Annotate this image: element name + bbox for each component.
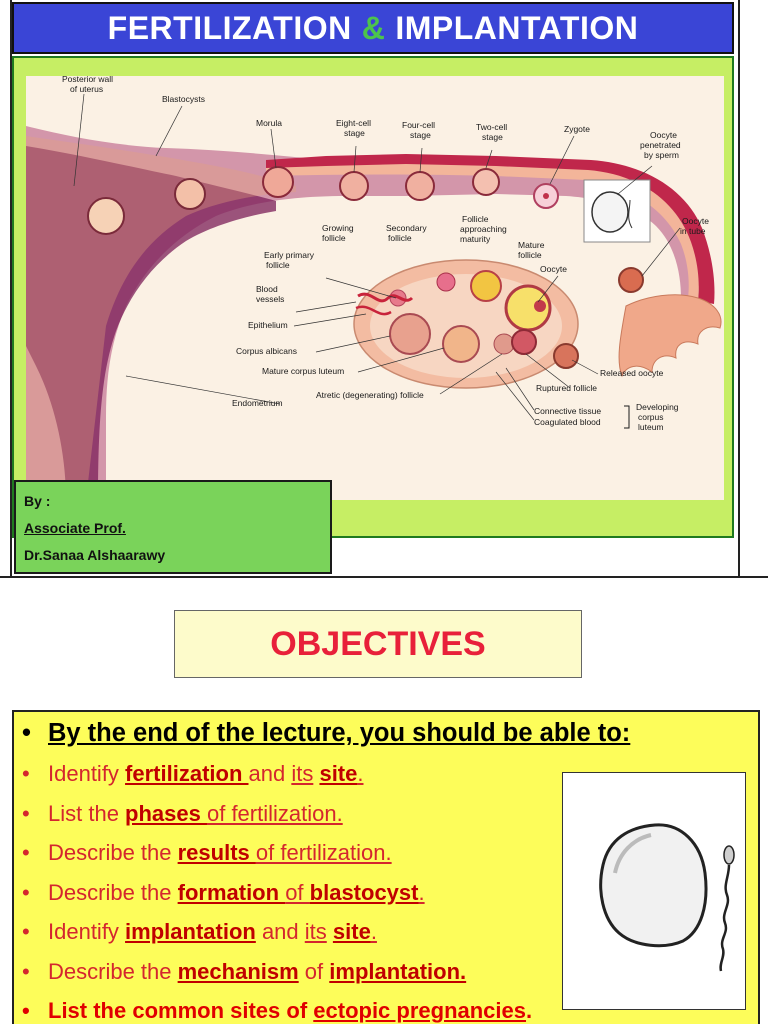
objective-item-5: •Identify implantation and its site. xyxy=(22,919,377,944)
endometrium-layer xyxy=(26,136,296,500)
objective-item-4: •Describe the formation of blastocyst. xyxy=(22,879,425,905)
label-blastocysts: Blastocysts xyxy=(162,94,205,104)
author-position: Associate Prof. xyxy=(24,520,126,536)
secondary-follicle-shape xyxy=(436,272,456,292)
oocyte-in-tube-shape xyxy=(618,267,644,293)
oocyte-sperm-image xyxy=(562,772,746,1010)
bracket xyxy=(624,405,630,429)
label-endometrium: Endometrium xyxy=(232,398,283,408)
label-corpus-albicans: Corpus albicans xyxy=(236,346,297,356)
corpus-albicans-shape xyxy=(389,313,431,355)
leader-lines xyxy=(73,93,681,421)
oocyte-sperm-illustration xyxy=(599,823,735,972)
label-ruptured-follicle: Ruptured follicle xyxy=(536,383,597,393)
title-bar: FERTILIZATION & IMPLANTATION xyxy=(12,2,734,54)
objectives-heading: OBJECTIVES xyxy=(270,624,486,663)
title-ampersand: & xyxy=(361,9,386,46)
label-zygote: Zygote xyxy=(564,124,590,134)
author-by: By : xyxy=(24,493,51,509)
label-atretic-follicle: Atretic (degenerating) follicle xyxy=(316,390,424,400)
mature-oocyte-shape xyxy=(534,300,546,312)
objective-item-2: •List the phases of fertilization. xyxy=(22,800,343,826)
oocyte-outline xyxy=(599,823,708,948)
objective-item-1: •Identify fertilization and its site. xyxy=(22,761,364,786)
blood-vessels-shape xyxy=(357,292,414,303)
eight-cell-shape xyxy=(339,171,369,201)
uterine-cavity xyxy=(26,146,276,500)
objective-item-3: •Describe the results of fertilization. xyxy=(22,840,392,865)
title-fertilization: FERTILIZATION xyxy=(107,9,352,46)
blastocyst-shape-1 xyxy=(174,178,206,210)
label-oocyte: Oocyte xyxy=(540,264,567,274)
author-name: Dr.Sanaa Alshaarawy xyxy=(24,547,166,563)
ruptured-follicle-shape xyxy=(511,329,537,355)
atretic-follicle-shape xyxy=(493,333,515,355)
label-mature-corpus-luteum: Mature corpus luteum xyxy=(262,366,344,376)
slide-1: FERTILIZATION & IMPLANTATION xyxy=(10,0,740,576)
blood-vessels-shape-2 xyxy=(355,305,392,316)
label-released-oocyte: Released oocyte xyxy=(600,368,664,378)
follicle-approaching-shape xyxy=(470,270,502,302)
slide-divider xyxy=(0,576,768,578)
objectives-lead: •By the end of the lecture, you should b… xyxy=(22,719,631,747)
author-box: By : Associate Prof. Dr.Sanaa Alshaarawy xyxy=(14,480,332,574)
two-cell-shape xyxy=(472,168,500,196)
four-cell-shape xyxy=(405,171,435,201)
released-oocyte-shape xyxy=(553,343,579,369)
label-coagulated-blood: Coagulated blood xyxy=(534,417,601,427)
sperm-head xyxy=(723,845,735,865)
fimbriae xyxy=(618,294,722,378)
title-implantation: IMPLANTATION xyxy=(395,9,639,46)
label-epithelium: Epithelium xyxy=(248,320,288,330)
blastocyst-shape-2 xyxy=(87,197,125,235)
objective-item-7: •List the common sites of ectopic pregna… xyxy=(22,998,533,1023)
corpus-luteum-shape xyxy=(442,325,480,363)
label-connective-tissue: Connective tissue xyxy=(534,406,601,416)
label-morula: Morula xyxy=(256,118,282,128)
objectives-heading-box: OBJECTIVES xyxy=(174,610,582,678)
morula-shape xyxy=(262,166,294,198)
objectives-list: •By the end of the lecture, you should b… xyxy=(18,712,631,1031)
sperm-tail xyxy=(719,864,731,972)
objective-item-6: •Describe the mechanism of implantation. xyxy=(22,958,467,984)
